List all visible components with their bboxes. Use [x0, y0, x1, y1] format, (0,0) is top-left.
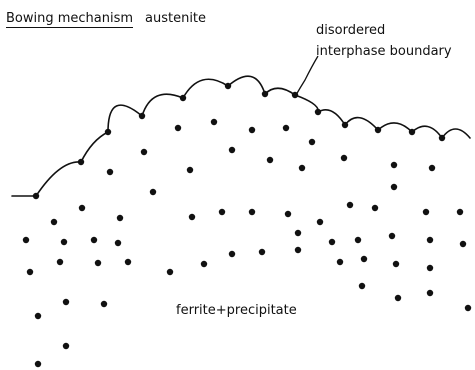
precipitate-particle: [294, 246, 302, 254]
precipitate-particle: [56, 258, 64, 266]
precipitate-particles: [22, 82, 472, 368]
precipitate-particle: [426, 264, 434, 272]
precipitate-particle: [390, 183, 398, 191]
precipitate-particle: [34, 360, 42, 368]
precipitate-particle: [149, 188, 157, 196]
precipitate-particle: [298, 164, 306, 172]
precipitate-particle: [360, 255, 368, 263]
precipitate-particle: [371, 204, 379, 212]
precipitate-particle: [408, 128, 416, 136]
precipitate-particle: [210, 118, 218, 126]
precipitate-particle: [218, 208, 226, 216]
precipitate-particle: [138, 112, 146, 120]
precipitate-particle: [50, 218, 58, 226]
precipitate-particle: [174, 124, 182, 132]
precipitate-particle: [78, 204, 86, 212]
precipitate-particle: [291, 91, 299, 99]
precipitate-particle: [114, 239, 122, 247]
precipitate-particle: [62, 298, 70, 306]
austenite-label: austenite: [145, 11, 207, 26]
precipitate-particle: [422, 208, 430, 216]
precipitate-particle: [248, 208, 256, 216]
ferrite-precipitate-label: ferrite+precipitate: [176, 303, 297, 318]
precipitate-particle: [32, 192, 40, 200]
precipitate-particle: [166, 268, 174, 276]
precipitate-particle: [294, 229, 302, 237]
precipitate-particle: [90, 236, 98, 244]
precipitate-particle: [34, 312, 42, 320]
precipitate-particle: [186, 166, 194, 174]
precipitate-particle: [60, 238, 68, 246]
precipitate-particle: [26, 268, 34, 276]
precipitate-particle: [358, 282, 366, 290]
diagram-title: Bowing mechanism: [6, 11, 134, 28]
precipitate-particle: [77, 158, 85, 166]
precipitate-particle: [314, 108, 322, 116]
precipitate-particle: [426, 289, 434, 297]
precipitate-particle: [116, 214, 124, 222]
precipitate-particle: [94, 259, 102, 267]
precipitate-particle: [100, 300, 108, 308]
precipitate-particle: [336, 258, 344, 266]
precipitate-particle: [438, 134, 446, 142]
precipitate-particle: [328, 238, 336, 246]
interphase-boundary: [11, 75, 471, 197]
precipitate-particle: [392, 260, 400, 268]
annotation-leader-line: [295, 55, 319, 96]
boundary-annotation-line2: interphase boundary: [316, 44, 452, 59]
precipitate-particle: [258, 248, 266, 256]
precipitate-particle: [456, 208, 464, 216]
precipitate-particle: [388, 232, 396, 240]
precipitate-particle: [228, 250, 236, 258]
precipitate-particle: [428, 164, 436, 172]
precipitate-particle: [308, 138, 316, 146]
precipitate-particle: [459, 240, 467, 248]
boundary-annotation-line1: disordered: [316, 23, 386, 38]
precipitate-particle: [266, 156, 274, 164]
precipitate-particle: [464, 304, 472, 312]
precipitate-particle: [346, 201, 354, 209]
precipitate-particle: [140, 148, 148, 156]
precipitate-particle: [394, 294, 402, 302]
precipitate-particle: [354, 236, 362, 244]
precipitate-particle: [426, 236, 434, 244]
precipitate-particle: [224, 82, 232, 90]
precipitate-particle: [22, 236, 30, 244]
precipitate-particle: [284, 210, 292, 218]
precipitate-particle: [179, 94, 187, 102]
precipitate-particle: [124, 258, 132, 266]
precipitate-particle: [106, 168, 114, 176]
precipitate-particle: [261, 90, 269, 98]
precipitate-particle: [188, 213, 196, 221]
precipitate-particle: [341, 121, 349, 129]
precipitate-particle: [340, 154, 348, 162]
precipitate-particle: [282, 124, 290, 132]
precipitate-particle: [228, 146, 236, 154]
precipitate-particle: [316, 218, 324, 226]
precipitate-particle: [390, 161, 398, 169]
precipitate-particle: [248, 126, 256, 134]
precipitate-particle: [104, 128, 112, 136]
precipitate-particle: [62, 342, 70, 350]
precipitate-particle: [200, 260, 208, 268]
precipitate-particle: [374, 126, 382, 134]
